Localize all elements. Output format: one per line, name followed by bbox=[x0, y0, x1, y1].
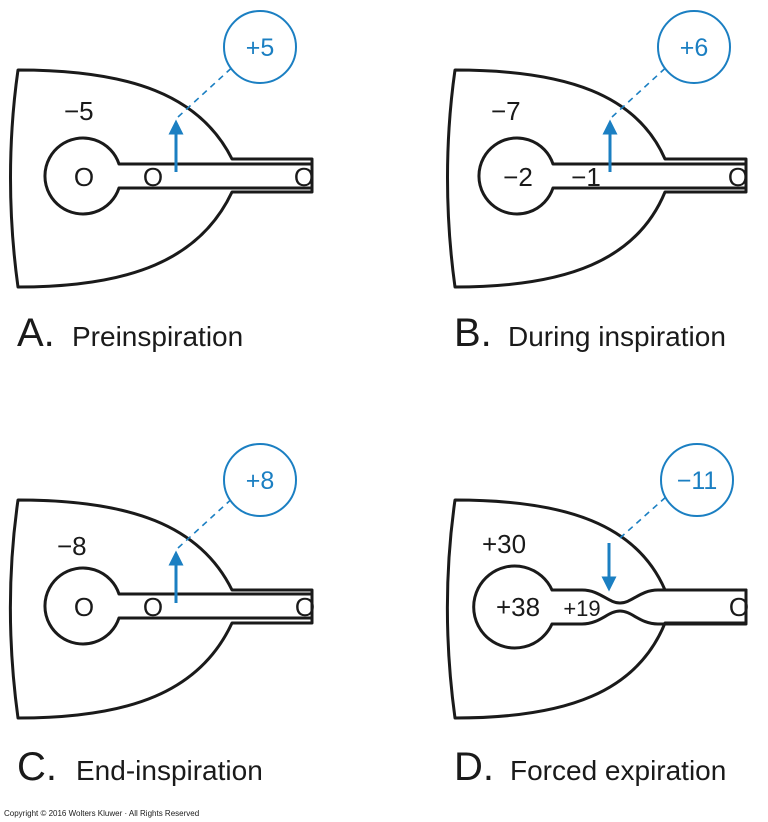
pleural-space-outline bbox=[446, 68, 748, 289]
transmural-bubble bbox=[223, 10, 297, 84]
mouth-pressure: O bbox=[295, 592, 315, 622]
mouth-pressure: O bbox=[729, 592, 749, 622]
leader-line bbox=[177, 61, 239, 118]
panel-c: −8 O O O +8 C. End-inspiration bbox=[9, 443, 315, 789]
panel-caption: Preinspiration bbox=[72, 321, 243, 352]
panel-b: −7 −2 −1 O +6 B. During inspiration bbox=[446, 10, 748, 355]
transmural-bubble bbox=[223, 443, 297, 517]
alveolus-and-airway bbox=[43, 136, 314, 216]
panel-letter: B. bbox=[454, 311, 492, 355]
transmural-pressure: −11 bbox=[677, 467, 718, 495]
airway-pressure: O bbox=[143, 592, 163, 622]
airway-pressure: −1 bbox=[571, 162, 601, 192]
panel-d: +30 +38 +19 O −11 D. Forced expiration bbox=[446, 443, 749, 789]
panel-letter: D. bbox=[454, 745, 494, 789]
pleural-pressure: −8 bbox=[57, 531, 87, 561]
transmural-pressure: +8 bbox=[246, 467, 275, 495]
alveolar-pressure: +38 bbox=[496, 592, 540, 622]
leader-line bbox=[177, 494, 237, 549]
leader-line bbox=[611, 61, 673, 118]
transmural-bubble bbox=[657, 10, 731, 84]
alveolar-pressure: O bbox=[74, 592, 94, 622]
transmural-pressure: +5 bbox=[246, 34, 275, 62]
pleural-space-outline bbox=[9, 68, 314, 289]
panel-caption: During inspiration bbox=[508, 321, 726, 352]
mouth-pressure: O bbox=[728, 162, 748, 192]
pleural-pressure: −5 bbox=[64, 96, 94, 126]
panel-a: −5 O O O +5 A. Preinspiration bbox=[9, 10, 314, 355]
pleural-space-outline bbox=[9, 498, 314, 720]
alveolus-and-airway bbox=[43, 566, 314, 646]
airway-pressure: +19 bbox=[563, 596, 600, 621]
copyright-notice: Copyright © 2016 Wolters Kluwer · All Ri… bbox=[4, 809, 199, 818]
compressed-alveolus-and-airway bbox=[472, 564, 748, 650]
airway-pressure: O bbox=[143, 162, 163, 192]
leader-line bbox=[619, 487, 677, 539]
pleural-pressure: +30 bbox=[482, 529, 526, 559]
panel-letter: A. bbox=[17, 311, 55, 355]
alveolar-pressure: O bbox=[74, 162, 94, 192]
alveolus-and-airway bbox=[477, 136, 748, 216]
alveolar-pressure: −2 bbox=[503, 162, 533, 192]
panel-caption: End-inspiration bbox=[76, 755, 263, 786]
panel-letter: C. bbox=[17, 745, 57, 789]
pleural-pressure: −7 bbox=[491, 96, 521, 126]
pleural-space-outline bbox=[446, 498, 748, 720]
transmural-pressure: +6 bbox=[680, 34, 709, 62]
mouth-pressure: O bbox=[294, 162, 314, 192]
panel-caption: Forced expiration bbox=[510, 755, 726, 786]
transmural-bubble bbox=[660, 443, 734, 517]
